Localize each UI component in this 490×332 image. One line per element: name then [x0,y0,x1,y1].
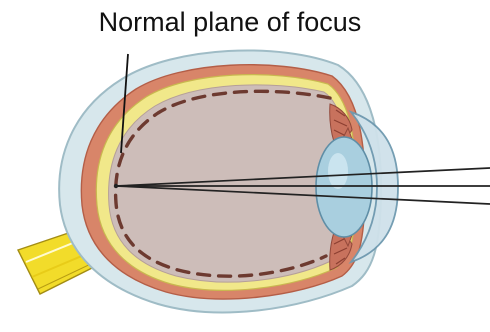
vitreous-body [109,85,348,282]
focus-plane-label: Normal plane of focus [99,7,362,37]
lens [316,137,372,237]
focal-point [114,184,118,188]
